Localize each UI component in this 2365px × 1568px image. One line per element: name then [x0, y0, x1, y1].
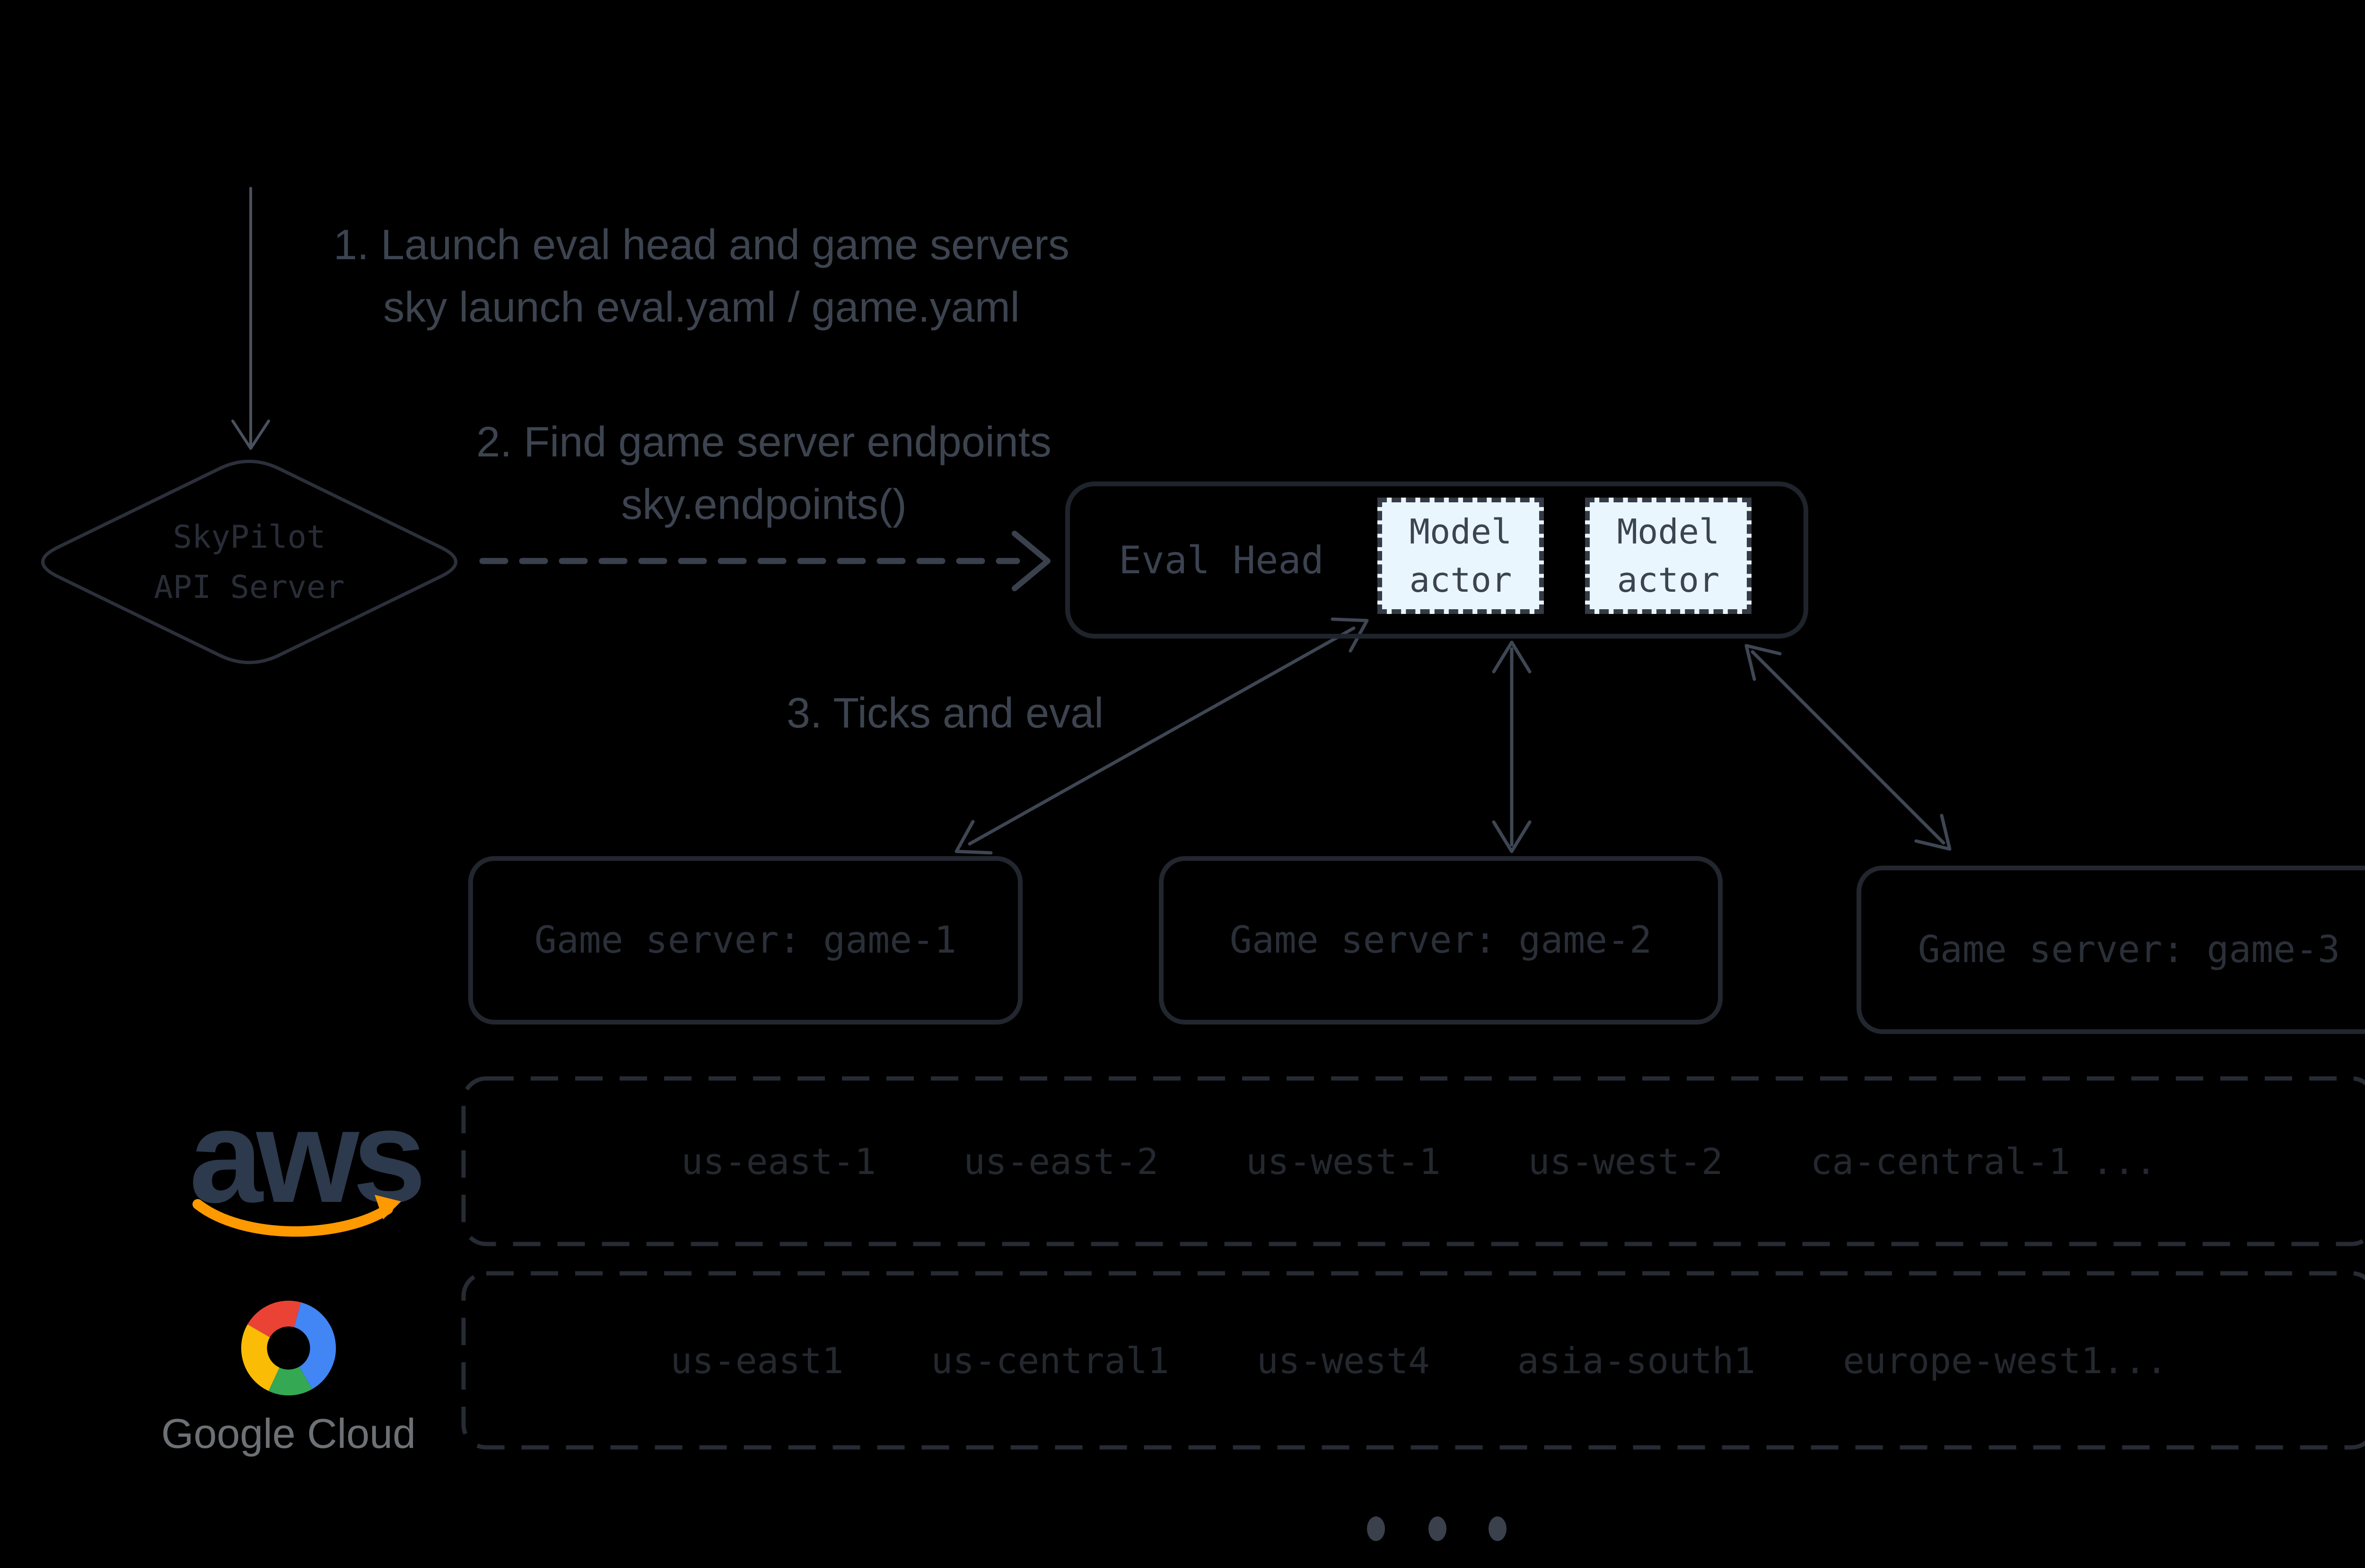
step-2-annotation: 2. Find game server endpoints sky.endpoi…	[338, 411, 1190, 536]
aws-region: us-east-2	[964, 1140, 1158, 1183]
aws-swoosh-icon	[193, 1195, 401, 1237]
google-cloud-wordmark: Google Cloud	[161, 1410, 416, 1457]
eval-head-box: Eval Head Model actor Model actor	[1065, 482, 1808, 639]
gcp-region: asia-south1	[1517, 1339, 1756, 1382]
aws-regions-box	[461, 1076, 2365, 1246]
api-server-diamond: SkyPilot API Server	[84, 492, 415, 632]
aws-region: us-east-1	[681, 1140, 876, 1183]
more-clouds-dots	[1367, 1516, 1507, 1541]
tick-arrow-right	[1744, 644, 1952, 851]
game-server-box-2: Game server: game-2	[1159, 856, 1723, 1025]
step-1-annotation: 1. Launch eval head and game servers sky…	[276, 214, 1127, 339]
endpoints-dashed-arrow	[479, 531, 1051, 591]
gcp-region: us-east1	[670, 1339, 844, 1382]
launch-arrow	[231, 187, 270, 450]
model-actor-box-1: Model actor	[1377, 498, 1544, 614]
aws-region-list: us-east-1 us-east-2 us-west-1 us-west-2 …	[464, 1078, 2365, 1244]
api-server-label-line2: API Server	[154, 569, 345, 605]
google-cloud-icon	[241, 1300, 336, 1396]
gcp-region: us-west4	[1256, 1339, 1430, 1382]
api-server-diamond-shape	[41, 459, 457, 665]
gcp-region: us-central1	[931, 1339, 1169, 1382]
game-server-box-3: Game server: game-3	[1857, 866, 2365, 1034]
game-server-box-1: Game server: game-1	[468, 856, 1023, 1025]
step-2-label: 2. Find game server endpoints	[476, 419, 1051, 466]
aws-region: ca-central-1 ...	[1810, 1140, 2157, 1183]
model-actor-box-2: Model actor	[1585, 498, 1752, 614]
step-3-annotation: 3. Ticks and eval	[519, 682, 1371, 745]
eval-head-label: Eval Head	[1119, 538, 1324, 582]
aws-region: us-west-1	[1245, 1140, 1441, 1183]
api-server-label-line1: SkyPilot	[173, 518, 326, 555]
step-1-command: sky launch eval.yaml / game.yaml	[383, 284, 1020, 331]
step-3-label: 3. Ticks and eval	[786, 690, 1104, 737]
google-cloud-logo: Google Cloud	[142, 1410, 435, 1458]
step-1-label: 1. Launch eval head and game servers	[333, 221, 1069, 269]
gcp-region: europe-west1...	[1843, 1339, 2168, 1382]
gcp-region-list: us-east1 us-central1 us-west4 asia-south…	[464, 1273, 2365, 1447]
step-2-command: sky.endpoints()	[621, 481, 907, 528]
gcp-regions-box	[461, 1271, 2365, 1450]
tick-arrow-left	[955, 617, 1369, 855]
tick-arrow-middle	[1492, 640, 1532, 853]
aws-region: us-west-2	[1528, 1140, 1723, 1183]
